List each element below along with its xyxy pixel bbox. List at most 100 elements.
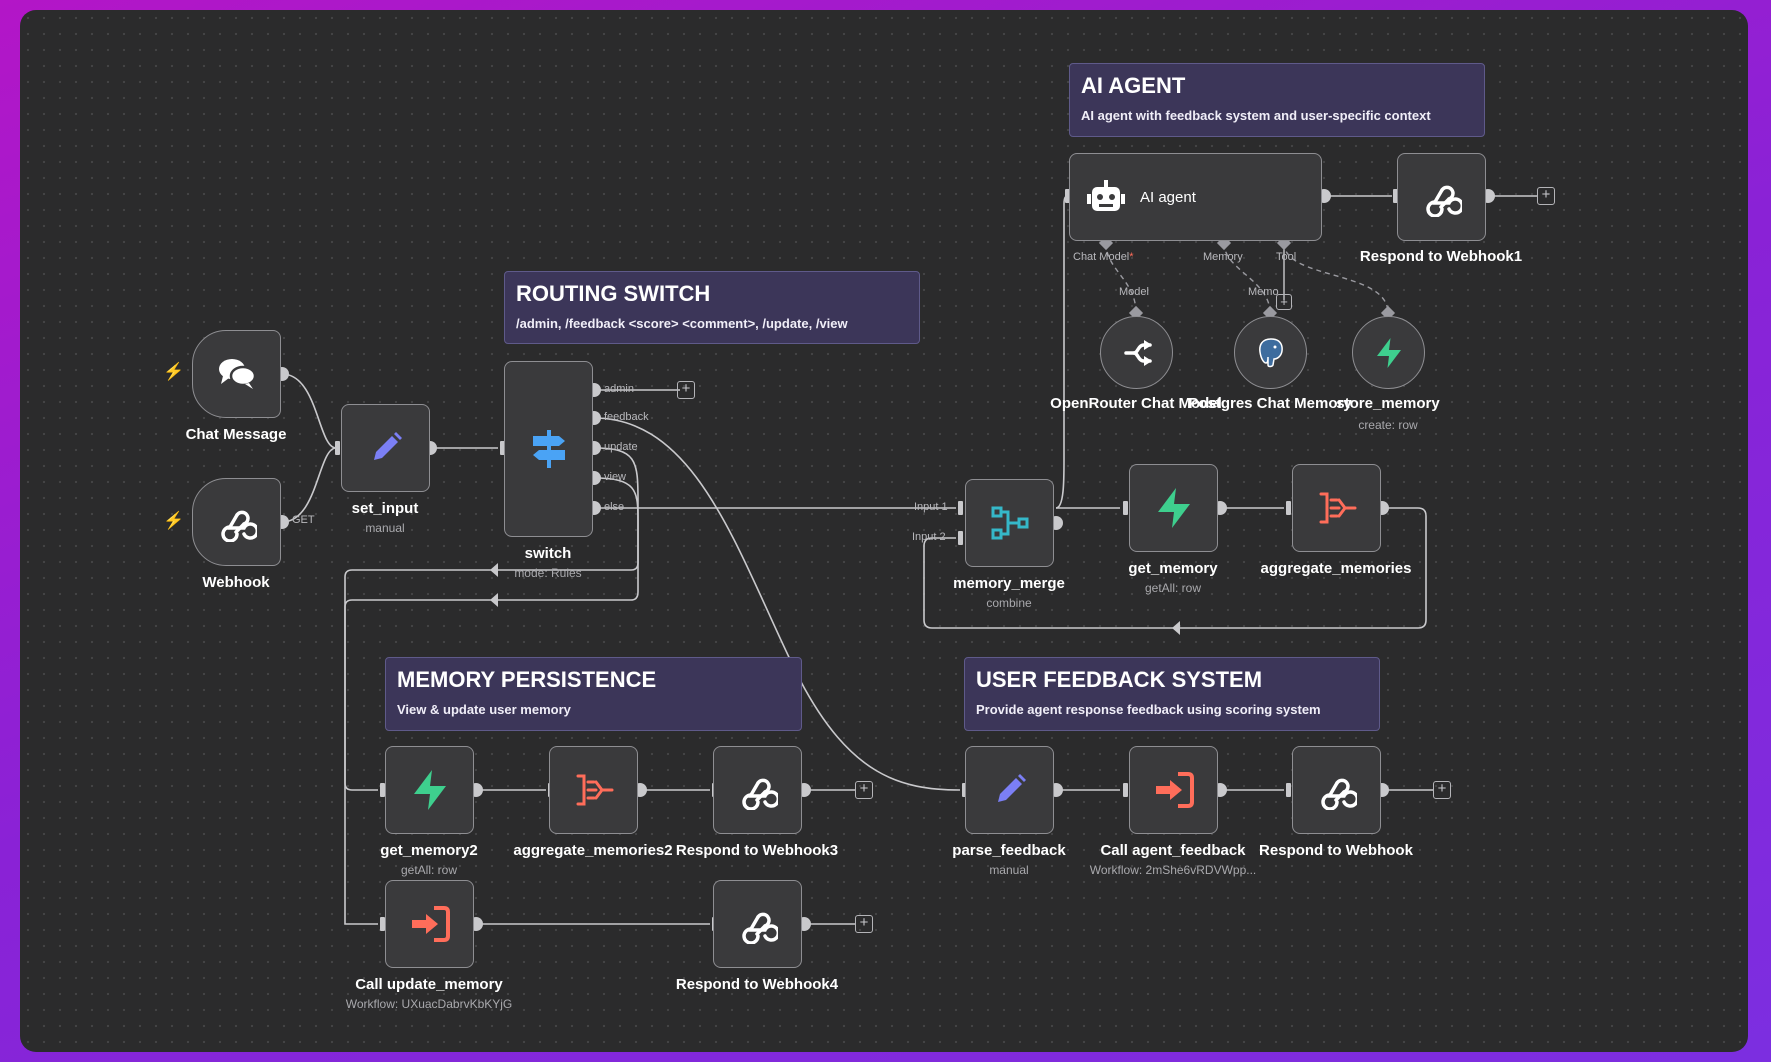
node-subtitle: combine [986, 596, 1032, 610]
sticky-subtitle: AI agent with feedback system and user-s… [1081, 108, 1431, 123]
node-subtitle: create: row [1358, 418, 1418, 432]
node-aggregate-memories[interactable] [1292, 464, 1381, 552]
sticky-title: USER FEEDBACK SYSTEM [976, 667, 1263, 692]
node-parse-feedback[interactable] [965, 746, 1054, 834]
add-node-button[interactable]: + [1433, 781, 1451, 799]
node-respond-webhook4[interactable] [713, 880, 802, 968]
switch-output-update: update [604, 441, 638, 453]
port-label-get: GET [292, 514, 315, 526]
sticky-routing-switch[interactable]: ROUTING SWITCH /admin, /feedback <score>… [504, 271, 920, 344]
node-openrouter-chat-model[interactable] [1100, 316, 1173, 389]
pencil-icon [997, 774, 1026, 802]
switch-output-else: else [604, 501, 625, 513]
webhook-icon [1320, 778, 1357, 810]
node-webhook[interactable] [192, 478, 281, 566]
node-label: Respond to Webhook4 [675, 976, 839, 993]
node-label: Call update_memory [355, 976, 503, 993]
node-get-memory2[interactable] [385, 746, 474, 834]
node-call-agent-feedback[interactable] [1129, 746, 1218, 834]
merge-icon [991, 506, 1028, 540]
node-subtitle: Workflow: 2mShe6vRDVWpp... [1089, 863, 1257, 877]
node-subtitle: getAll: row [1144, 581, 1202, 595]
switch-output-admin: admin [604, 383, 634, 395]
webhook-icon [1425, 185, 1462, 217]
node-set-input[interactable] [341, 404, 430, 492]
supabase-icon [1376, 337, 1401, 368]
node-label: aggregate_memories2 [513, 842, 673, 859]
node-respond-webhook3[interactable] [713, 746, 802, 834]
sticky-memory-persistence[interactable]: MEMORY PERSISTENCE View & update user me… [385, 657, 802, 731]
add-node-button[interactable]: + [855, 915, 873, 933]
sticky-subtitle: /admin, /feedback <score> <comment>, /up… [516, 316, 848, 331]
node-label: AI agent [1140, 188, 1196, 206]
port-model: Model [1119, 286, 1149, 298]
node-label: get_memory [1128, 560, 1218, 577]
aggregate-icon [576, 774, 613, 806]
node-subtitle: manual [365, 521, 405, 535]
aggregate-icon [1319, 492, 1356, 524]
node-call-update-memory[interactable] [385, 880, 474, 968]
node-subtitle: getAll: row [400, 863, 458, 877]
node-ai-agent[interactable]: AI agent [1069, 153, 1322, 241]
node-label: aggregate_memories [1260, 560, 1412, 577]
node-label: get_memory2 [380, 842, 478, 859]
trigger-bolt-icon: ⚡ [163, 362, 185, 381]
postgres-icon [1258, 337, 1283, 367]
node-label: set_input [351, 500, 419, 517]
merge-input-1: Input 1 [914, 501, 948, 513]
node-label: memory_merge [953, 575, 1065, 592]
openrouter-icon [1123, 339, 1152, 366]
sticky-title: MEMORY PERSISTENCE [397, 667, 657, 692]
node-subtitle: mode: Rules [514, 566, 582, 580]
sticky-ai-agent[interactable]: AI AGENT AI agent with feedback system a… [1069, 63, 1485, 137]
execute-workflow-icon [411, 906, 450, 942]
sticky-title: ROUTING SWITCH [516, 281, 711, 306]
webhook-icon [220, 510, 257, 542]
add-node-button[interactable]: + [1537, 187, 1555, 205]
node-subtitle: Workflow: UXuacDabrvKbKYjG [345, 997, 513, 1011]
port-memory: Memory [1203, 251, 1243, 263]
node-postgres-chat-memory[interactable] [1234, 316, 1307, 389]
node-label: Respond to Webhook [1259, 842, 1413, 859]
node-get-memory[interactable] [1129, 464, 1218, 552]
node-subtitle: manual [989, 863, 1029, 877]
switch-output-feedback: feedback [604, 411, 649, 423]
robot-icon [1087, 180, 1125, 211]
add-node-button[interactable]: + [677, 381, 695, 399]
supabase-icon [1157, 488, 1190, 528]
add-node-button[interactable]: + [855, 781, 873, 799]
node-label: Webhook [202, 574, 270, 591]
node-label: parse_feedback [952, 842, 1066, 859]
port-memory-sub: Memo [1248, 286, 1279, 298]
sticky-user-feedback-system[interactable]: USER FEEDBACK SYSTEM Provide agent respo… [964, 657, 1380, 731]
sticky-subtitle: Provide agent response feedback using sc… [976, 702, 1321, 717]
node-memory-merge[interactable] [965, 479, 1054, 567]
pencil-icon [373, 432, 402, 460]
node-store-memory[interactable] [1352, 316, 1425, 389]
port-tool: Tool [1276, 251, 1297, 263]
chat-bubbles-icon [218, 359, 256, 389]
port-chat-model: Chat Model* [1073, 251, 1134, 263]
signpost-icon [532, 430, 565, 468]
node-label: store_memory [1336, 395, 1440, 412]
webhook-icon [741, 912, 778, 944]
node-respond-webhook[interactable] [1292, 746, 1381, 834]
node-switch[interactable] [504, 361, 593, 537]
node-chat-message[interactable] [192, 330, 281, 418]
node-label: Call agent_feedback [1100, 842, 1246, 859]
webhook-icon [741, 778, 778, 810]
trigger-bolt-icon: ⚡ [163, 511, 185, 530]
node-aggregate-memories2[interactable] [549, 746, 638, 834]
switch-output-view: view [604, 471, 627, 483]
execute-workflow-icon [1155, 772, 1194, 808]
node-respond-webhook1[interactable] [1397, 153, 1486, 241]
add-tool-button[interactable]: + [1276, 294, 1292, 310]
sticky-subtitle: View & update user memory [397, 702, 571, 717]
node-label: Chat Message [185, 426, 287, 443]
node-label: Respond to Webhook3 [675, 842, 839, 859]
node-label: OpenRouter Chat Model [1050, 395, 1222, 412]
node-label: Postgres Chat Memory [1188, 395, 1352, 412]
merge-input-2: Input 2 [912, 531, 946, 543]
supabase-icon [413, 770, 446, 810]
node-label: Respond to Webhook1 [1359, 248, 1523, 265]
